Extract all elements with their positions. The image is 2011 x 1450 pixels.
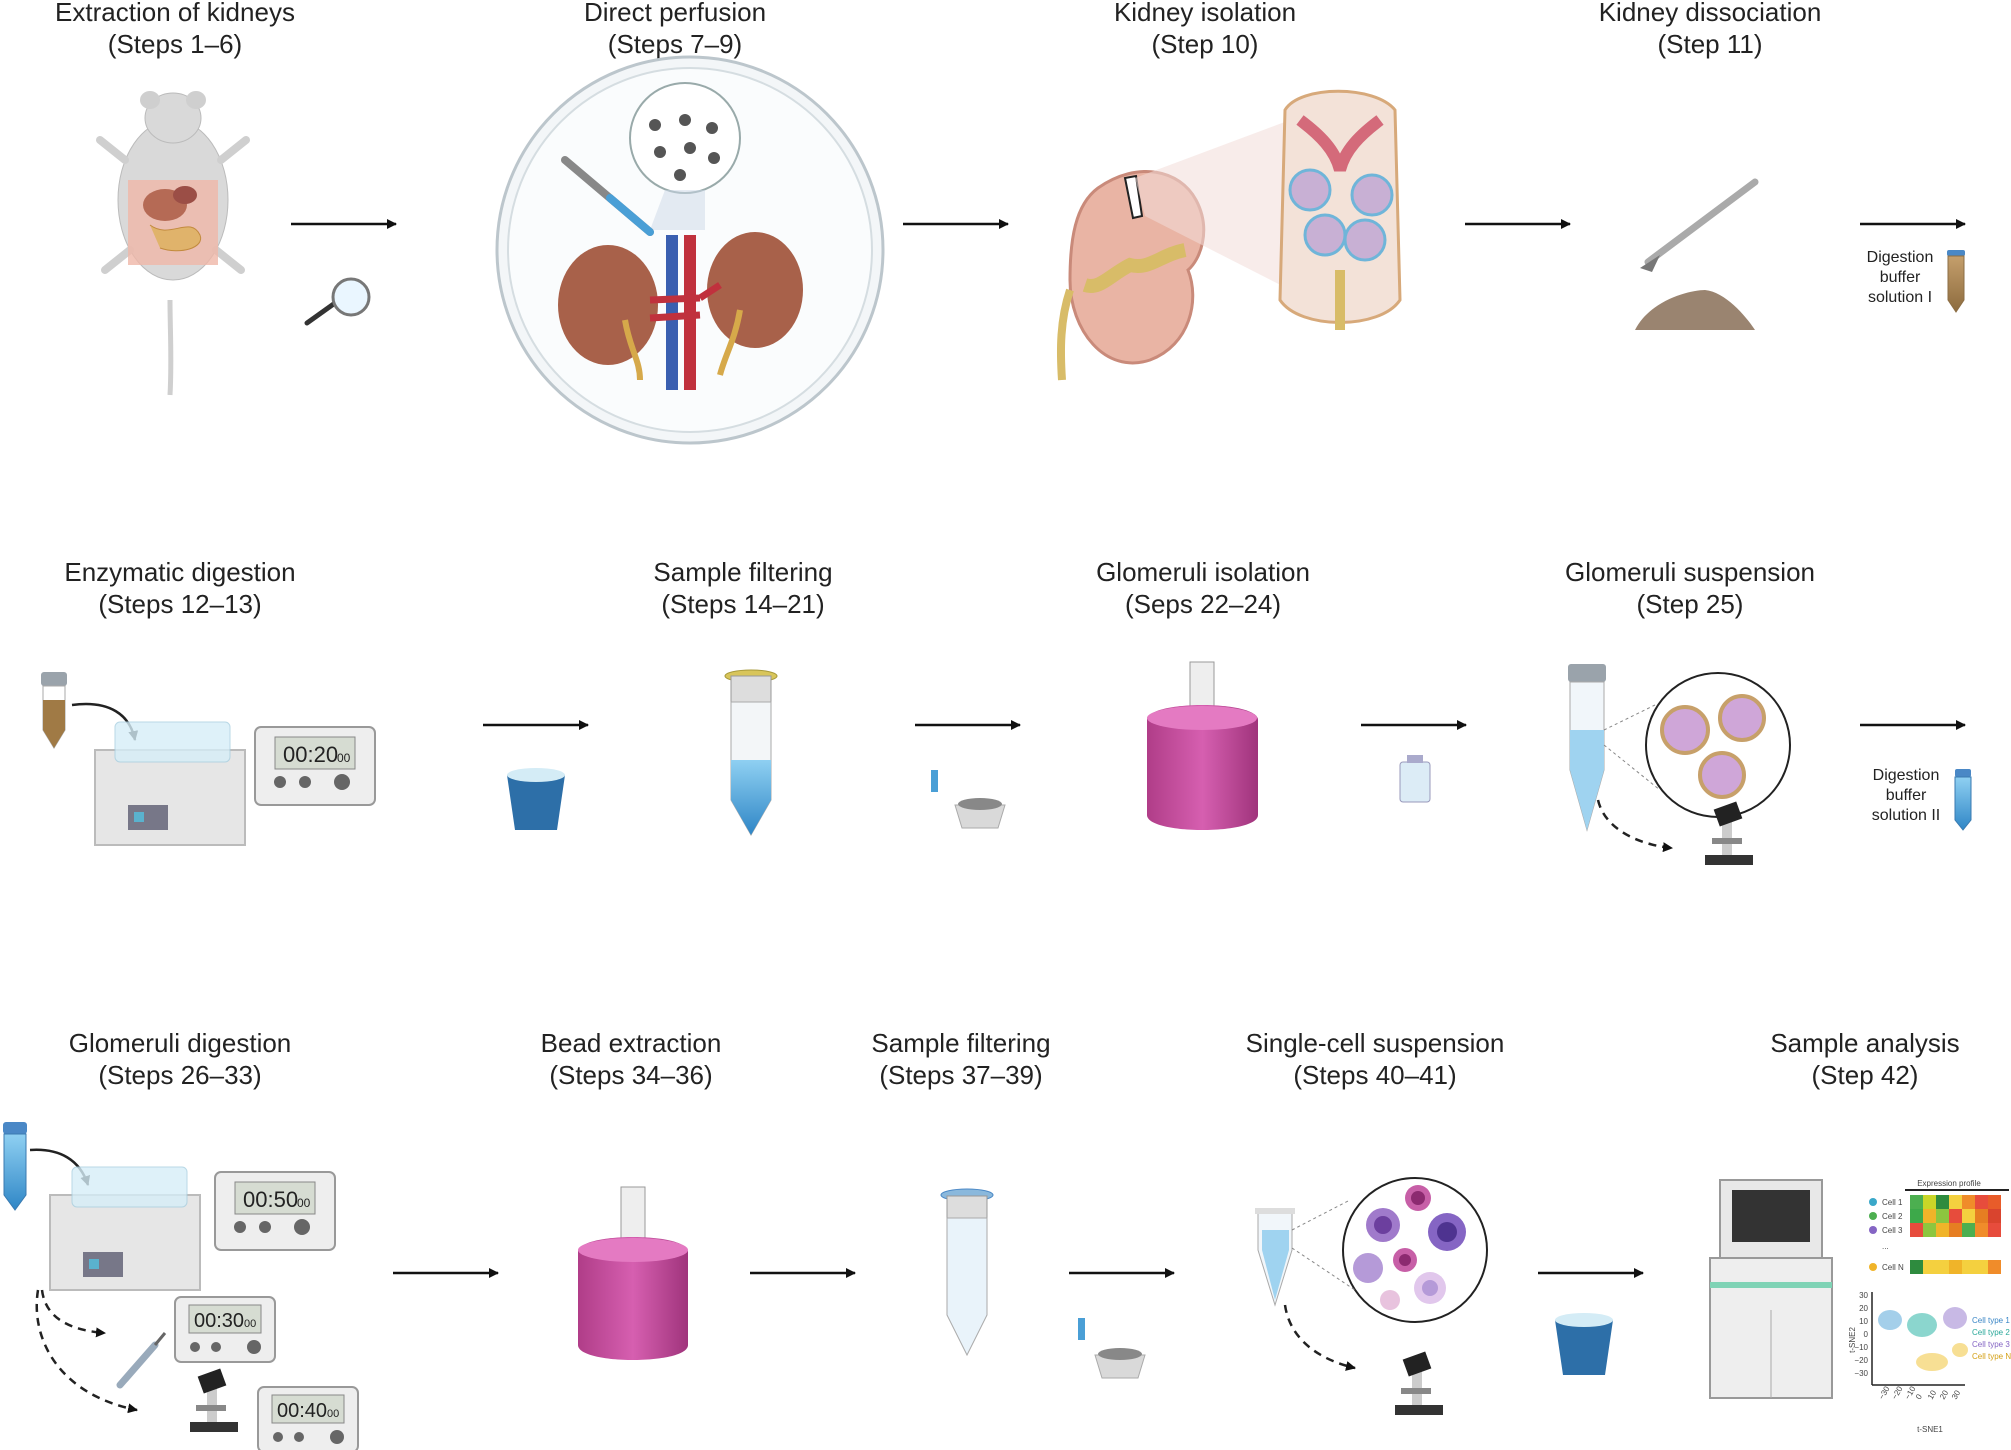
timer-2-main: 00:50 (243, 1187, 298, 1212)
tsne-x-label: t-SNE1 (1917, 1425, 1943, 1434)
step-title-glomeruli-digestion: Glomeruli digestion(Steps 26–33) (68, 1028, 292, 1090)
cell-type-label-n: Cell type N (1972, 1352, 2011, 1361)
dashed-arrow-microscope-1 (1596, 799, 1673, 853)
water-bath-2 (49, 1166, 201, 1291)
tsne-y-tick: 30 (1859, 1291, 1868, 1300)
heatmap-row-n (1910, 1260, 2001, 1274)
magnetic-separator-2 (578, 1186, 688, 1360)
buffer-tube-2 (1954, 769, 1972, 831)
flow-arrows (291, 219, 1966, 1278)
step-title-bead-extraction: Bead extraction(Steps 34–36) (540, 1028, 722, 1090)
glomeruli-magnified (1603, 672, 1791, 818)
cell-label-2: Cell 2 (1882, 1212, 1903, 1221)
centrifuge-2 (1078, 1318, 1146, 1379)
cell-label-ellipsis: ... (1882, 1242, 1889, 1251)
step-title-glomeruli-suspension: Glomeruli suspension(Step 25) (1564, 557, 1815, 619)
timer-1-main: 00:20 (283, 742, 338, 767)
magnetic-separator-1 (1147, 661, 1258, 830)
filter-tube-1 (724, 669, 778, 837)
timer-2-sub: 00 (297, 1196, 311, 1210)
buffer-label-1: Digestion buffer solution I (1866, 249, 1934, 306)
filter-tube-2 (940, 1188, 994, 1357)
ice-bucket-1 (507, 768, 565, 830)
tsne-y-tick: 10 (1859, 1317, 1868, 1326)
timer-3-sub: 00 (244, 1318, 256, 1330)
cell-type-label-1: Cell type 1 (1972, 1316, 2010, 1325)
step-title-sample-filtering-1: Sample filtering(Steps 14–21) (653, 557, 833, 619)
kidney-cross-section (1056, 89, 1402, 381)
buffer-label-2: Digestion buffer solution II (1871, 767, 1941, 824)
heatmap-row-3 (1910, 1223, 2001, 1237)
timer-3-main: 00:30 (194, 1310, 244, 1332)
tsne-clusters (1878, 1307, 1968, 1371)
tsne-x-tick: 30 (1950, 1388, 1963, 1401)
step-title-kidney-dissociation: Kidney dissociation(Step 11) (1598, 0, 1822, 59)
step-title-enzymatic-digestion: Enzymatic digestion(Steps 12–13) (64, 557, 296, 619)
step-title-perfusion: Direct perfusion(Steps 7–9) (583, 0, 767, 59)
sample-tube-blue (3, 1122, 91, 1211)
timer-1: 00:20 00 (254, 726, 376, 806)
step-title-single-cell-suspension: Single-cell suspension(Steps 40–41) (1245, 1028, 1505, 1090)
tsne-y-tick: 0 (1864, 1330, 1869, 1339)
magnifier-icon (304, 277, 371, 326)
dashed-arrow-syringe (40, 1289, 106, 1338)
buffer-tube-1 (1947, 250, 1965, 313)
centrifuge-1 (931, 770, 1006, 829)
cell-label-n: Cell N (1882, 1263, 1904, 1272)
tsne-y-tick: −20 (1854, 1356, 1868, 1365)
step-title-glomeruli-isolation: Glomeruli isolation(Seps 22–24) (1096, 557, 1310, 619)
tsne-x-tick: 0 (1914, 1392, 1924, 1401)
tsne-x-tick: 20 (1938, 1388, 1951, 1401)
cell-label-1: Cell 1 (1882, 1198, 1903, 1207)
syringe-icon (116, 1332, 167, 1389)
microscope-icon-1 (1705, 801, 1753, 865)
step-title-extraction: Extraction of kidneys(Steps 1–6) (55, 0, 295, 59)
tsne-y-tick: 20 (1859, 1304, 1868, 1313)
tsne-y-tick: −10 (1854, 1343, 1868, 1352)
single-cell-tube (1255, 1208, 1295, 1307)
step-title-kidney-isolation: Kidney isolation(Step 10) (1113, 0, 1297, 59)
petri-dish-perfusion (495, 55, 885, 445)
timer-4: 00:40 00 (257, 1386, 359, 1450)
glomeruli-suspension-tube (1568, 664, 1606, 832)
sample-tube-brown (41, 672, 139, 749)
timer-3: 00:30 00 (174, 1296, 276, 1363)
tsne-y-tick: −30 (1854, 1369, 1868, 1378)
scalpel-and-tissue (1635, 178, 1759, 330)
buffer-bottle (1399, 755, 1431, 803)
step-title-sample-analysis: Sample analysis(Step 42) (1770, 1028, 1960, 1090)
cell-label-3: Cell 3 (1882, 1226, 1903, 1235)
tsne-x-tick: −30 (1877, 1384, 1892, 1401)
heatmap-row-2 (1910, 1209, 2001, 1223)
heatmap-row-1 (1910, 1195, 2001, 1209)
tsne-plot: 30 20 10 0 −10 −20 −30 −30 −20 −10 0 10 … (1848, 1291, 2011, 1434)
tsne-y-ticks: 30 20 10 0 −10 −20 −30 (1854, 1291, 1868, 1378)
mouse-illustration (96, 91, 250, 396)
dashed-arrow-microscope-3 (1283, 1304, 1356, 1371)
cell-type-label-3: Cell type 3 (1972, 1340, 2010, 1349)
single-cells-magnified (1291, 1177, 1488, 1323)
microscope-icon-3 (1395, 1351, 1443, 1415)
timer-1-sub: 00 (337, 751, 351, 765)
expression-title: Expression profile (1917, 1179, 1981, 1188)
expression-heatmap: Expression profile Cell 1 Cell 2 Cell 3 … (1869, 1179, 2009, 1274)
ice-bucket-2 (1555, 1313, 1613, 1375)
timer-2: 00:50 00 (214, 1171, 336, 1251)
tsne-x-tick: 10 (1926, 1388, 1939, 1401)
sequencer-instrument (1709, 1179, 1833, 1399)
tsne-x-tick: −20 (1890, 1384, 1905, 1401)
cell-type-label-2: Cell type 2 (1972, 1328, 2010, 1337)
timer-4-sub: 00 (327, 1408, 339, 1420)
tsne-x-ticks: −30 −20 −10 0 10 20 30 (1877, 1384, 1963, 1401)
dashed-arrow-microscope-2 (35, 1289, 138, 1414)
step-title-sample-filtering-2: Sample filtering(Steps 37–39) (871, 1028, 1051, 1090)
tsne-y-label: t-SNE2 (1848, 1327, 1857, 1353)
water-bath-1 (94, 721, 246, 846)
microscope-icon-2 (190, 1368, 238, 1432)
timer-4-main: 00:40 (277, 1400, 327, 1422)
